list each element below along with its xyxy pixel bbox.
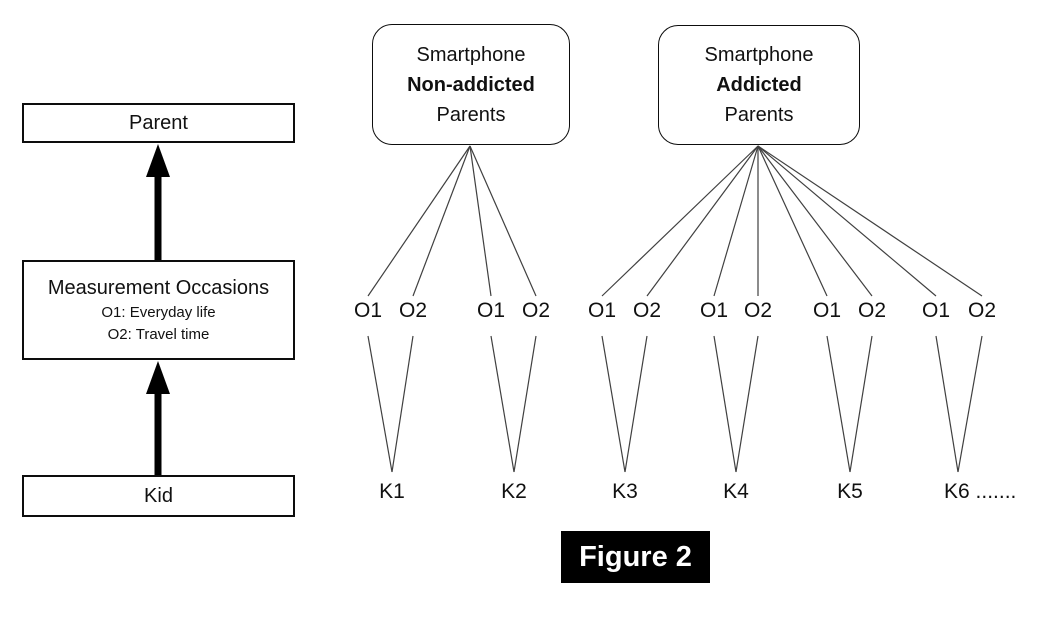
group-line-emphasis: Addicted bbox=[716, 74, 802, 96]
fan-line bbox=[757, 145, 828, 297]
measurement-o1-desc: O1: Everyday life bbox=[101, 304, 216, 321]
v-line bbox=[490, 335, 515, 473]
group-line: Smartphone bbox=[416, 43, 526, 66]
kid-label-k4: K4 bbox=[723, 480, 749, 503]
fan-line bbox=[469, 145, 492, 297]
v-line bbox=[624, 335, 648, 473]
occasion-o2-label-k1: O2 bbox=[398, 299, 427, 322]
v-line bbox=[713, 335, 737, 473]
fan-line bbox=[646, 145, 759, 297]
fan-line bbox=[412, 145, 471, 297]
fan-line bbox=[367, 145, 471, 297]
fan-line bbox=[757, 145, 873, 297]
v-line bbox=[735, 335, 759, 473]
v-line bbox=[957, 335, 983, 473]
occasion-o1-label-k3: O1 bbox=[587, 299, 616, 322]
kid-label-k3: K3 bbox=[612, 480, 638, 503]
kid-label-k6: K6 ....... bbox=[944, 480, 1017, 503]
fan-line bbox=[713, 145, 759, 297]
parent-box-label: Parent bbox=[129, 111, 188, 134]
occasion-o2-label-k4: O2 bbox=[743, 299, 772, 322]
v-line bbox=[391, 335, 414, 473]
up-arrow-measurement-to-parent bbox=[146, 144, 170, 260]
measurement-o2-desc: O2: Travel time bbox=[107, 326, 210, 343]
v-line bbox=[513, 335, 537, 473]
figure-caption: Figure 2 bbox=[561, 531, 710, 583]
kid-label-k1: K1 bbox=[379, 480, 405, 503]
occasion-o2-label-k2: O2 bbox=[521, 299, 550, 322]
fan-line bbox=[757, 145, 983, 297]
v-line bbox=[367, 335, 393, 473]
group-line: Smartphone bbox=[704, 44, 814, 66]
measurement-title: Measurement Occasions bbox=[47, 277, 270, 299]
measurement-box: Measurement Occasions O1: Everyday life … bbox=[22, 260, 295, 360]
v-line bbox=[601, 335, 626, 473]
occasion-o1-label-k6: O1 bbox=[921, 299, 950, 322]
fan-addicted bbox=[601, 145, 983, 297]
v-line bbox=[849, 335, 873, 473]
group-box-non-addicted: Smartphone Non-addicted Parents bbox=[372, 24, 570, 145]
fan-non-addicted bbox=[367, 145, 537, 297]
v-line bbox=[935, 335, 959, 473]
figure-caption-text: Figure 2 bbox=[579, 540, 692, 573]
group-line-emphasis: Non-addicted bbox=[407, 73, 535, 96]
kid-box: Kid bbox=[22, 475, 295, 517]
occasion-o1-label-k5: O1 bbox=[812, 299, 841, 322]
occasion-o1-label-k1: O1 bbox=[353, 299, 382, 322]
occasion-o2-label-k5: O2 bbox=[857, 299, 886, 322]
occasion-to-kid-lines bbox=[367, 335, 983, 473]
v-line bbox=[826, 335, 851, 473]
parent-box: Parent bbox=[22, 103, 295, 143]
occasion-o2-label-k3: O2 bbox=[632, 299, 661, 322]
occasion-o2-label-k6: O2 bbox=[967, 299, 996, 322]
group-line: Parents bbox=[436, 103, 506, 126]
group-box-addicted: Smartphone Addicted Parents bbox=[658, 25, 860, 145]
fan-line bbox=[757, 145, 937, 297]
up-arrow-kid-to-measurement bbox=[146, 361, 170, 475]
fan-line bbox=[601, 145, 759, 297]
fan-line bbox=[469, 145, 537, 297]
occasion-o1-label-k4: O1 bbox=[699, 299, 728, 322]
occasion-o1-label-k2: O1 bbox=[476, 299, 505, 322]
group-line: Parents bbox=[724, 104, 794, 126]
kid-label-k5: K5 bbox=[837, 480, 863, 503]
kid-label-k2: K2 bbox=[501, 480, 527, 503]
kid-box-label: Kid bbox=[144, 484, 173, 507]
